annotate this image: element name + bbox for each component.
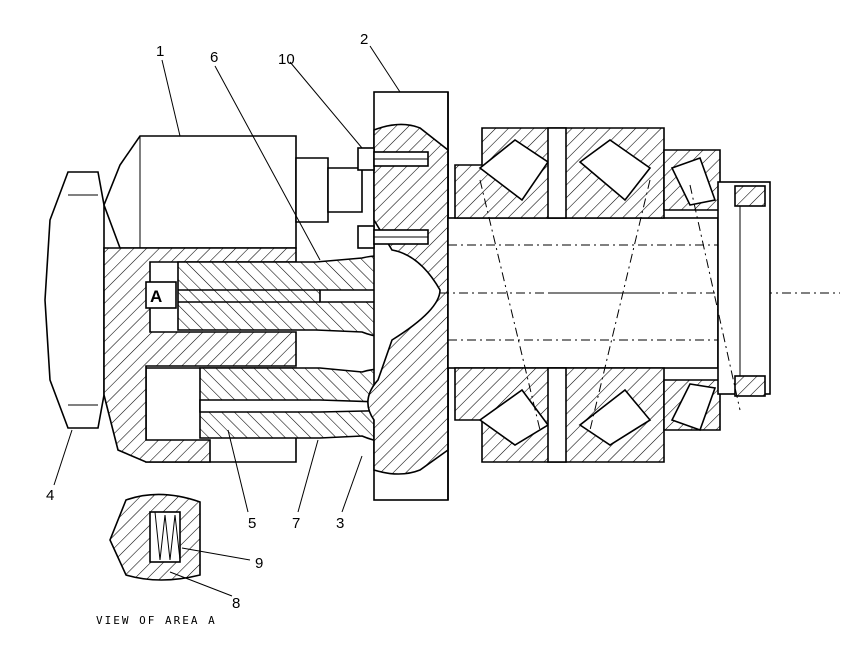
callout-1: 1 bbox=[156, 43, 164, 60]
callout-2: 2 bbox=[360, 31, 368, 48]
callout-4: 4 bbox=[46, 487, 54, 504]
caption-view-of-area-a: VIEW OF AREA A bbox=[96, 614, 217, 627]
end-cap bbox=[44, 171, 105, 429]
callout-7: 7 bbox=[292, 515, 300, 532]
bolt-lower bbox=[357, 225, 429, 249]
callout-9: 9 bbox=[255, 555, 263, 572]
bolt-upper bbox=[357, 147, 429, 171]
callout-10: 10 bbox=[278, 51, 295, 68]
main-shaft bbox=[440, 217, 840, 369]
detail-a-label: A bbox=[150, 287, 162, 306]
callout-8: 8 bbox=[232, 595, 240, 612]
leader-lines bbox=[53, 45, 401, 597]
bearing-lower bbox=[454, 367, 665, 463]
detail-a-box bbox=[145, 281, 177, 309]
callout-5: 5 bbox=[248, 515, 256, 532]
detail-view-a bbox=[109, 493, 201, 581]
callout-3: 3 bbox=[336, 515, 344, 532]
outer-bearing bbox=[663, 149, 771, 432]
bearing-upper bbox=[454, 127, 665, 219]
callout-6: 6 bbox=[210, 49, 218, 66]
